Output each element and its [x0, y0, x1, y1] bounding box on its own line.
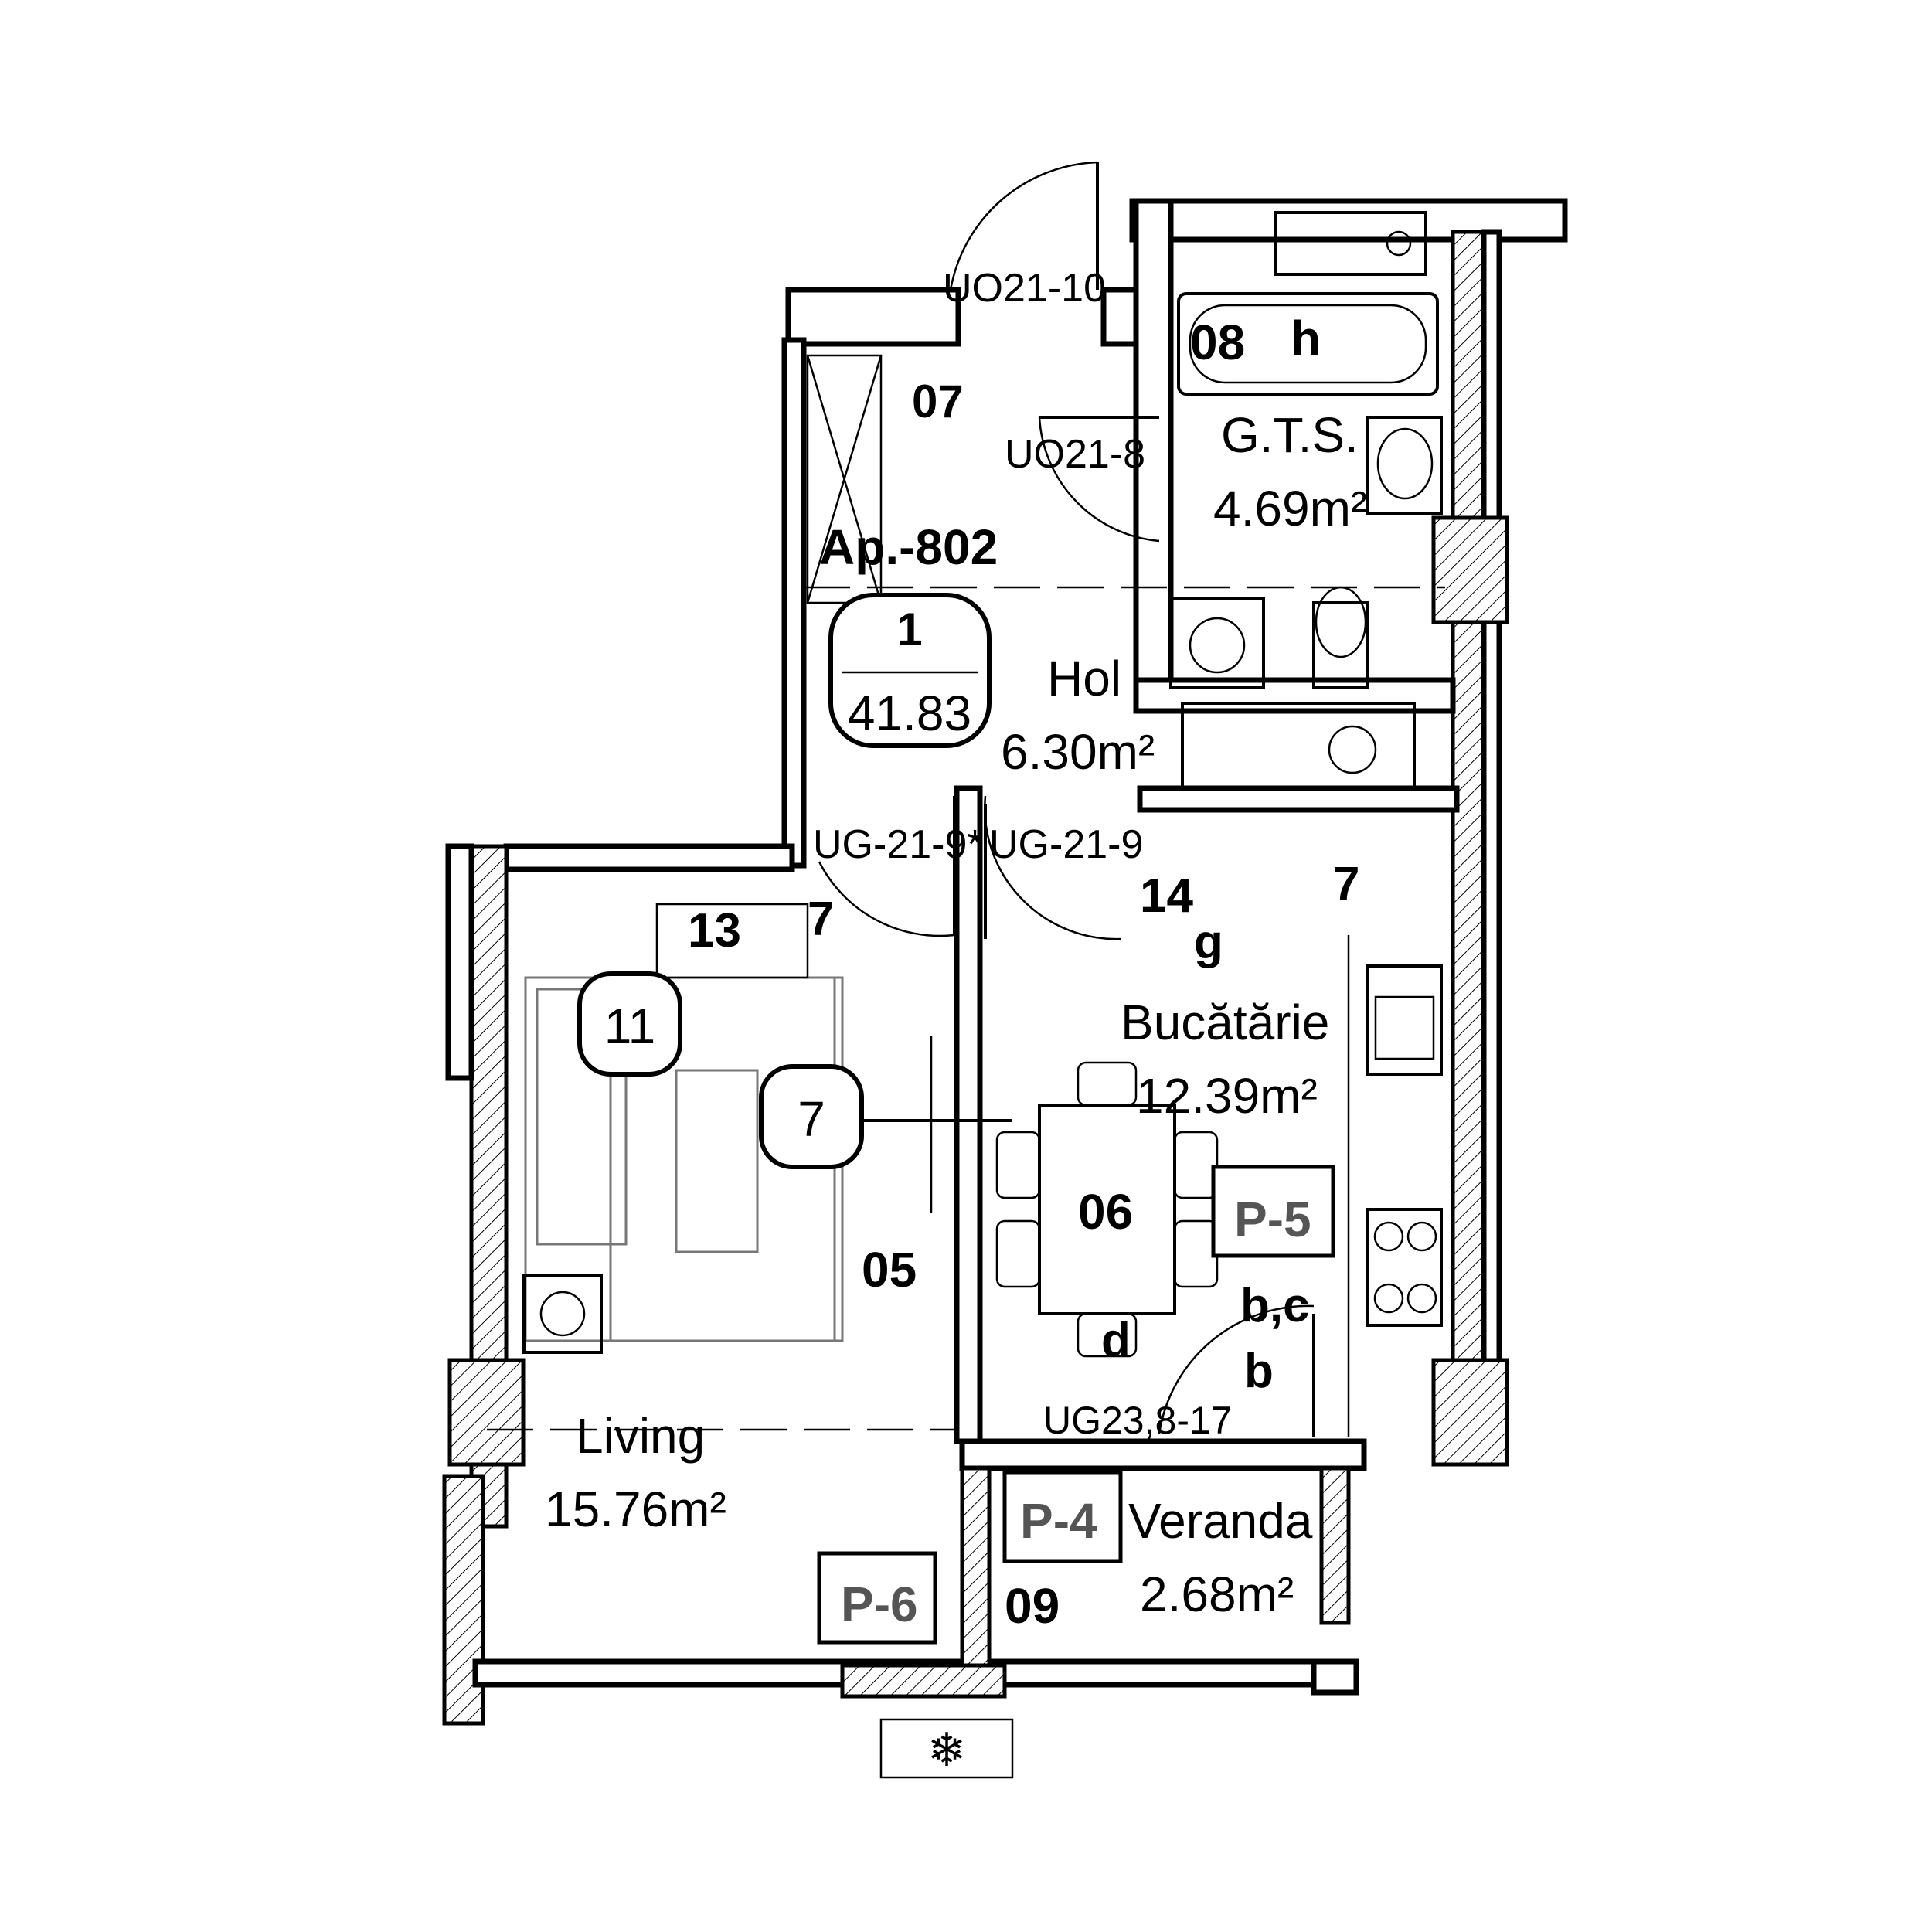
label-h: h: [1291, 311, 1321, 366]
room-name-veranda: Veranda: [1128, 1493, 1313, 1549]
columns: [447, 515, 1509, 1699]
panel-p5-box: [1211, 1165, 1335, 1258]
room-code-gts: 08: [1190, 315, 1245, 370]
table-tag-text: 7: [798, 1091, 825, 1147]
room-area-veranda: 2.68m²: [1140, 1566, 1294, 1622]
fixtures: ❄: [522, 211, 1443, 1779]
room-area-bucatarie: 12.39m²: [1136, 1068, 1318, 1124]
door-balcony-label: UG23,8-17: [1043, 1399, 1233, 1442]
room-code-living: 05: [862, 1242, 917, 1298]
room-code-bucatarie: 06: [1078, 1184, 1133, 1240]
label-b: b: [1244, 1345, 1274, 1398]
apartment-tag-area: 41.83: [848, 685, 971, 741]
door-kitchen-label: UG-21-9: [989, 822, 1143, 867]
apartment-tag-number: 1: [896, 604, 922, 655]
door-bath-label: UO21-8: [1005, 432, 1145, 477]
walls: [442, 198, 1568, 1726]
label-7b: 7: [1333, 858, 1359, 911]
room-name-hol: Hol: [1047, 651, 1121, 706]
sofa-tag-text: 11: [604, 998, 655, 1054]
labels: UO21-10 UO21-8 UG-21-9* UG-21-9 UG23,8-1…: [545, 266, 1367, 1634]
room-name-living: Living: [576, 1408, 705, 1464]
apartment-tag: [828, 593, 992, 748]
sofa-tag-box: [577, 971, 682, 1077]
label-d: d: [1101, 1314, 1131, 1367]
room-name-bucatarie: Bucătărie: [1121, 995, 1329, 1050]
panel-p5: P-5: [1234, 1192, 1311, 1247]
door-entrance-label: UO21-10: [943, 266, 1106, 311]
label-7a: 7: [808, 893, 834, 946]
label-bc: b,c: [1240, 1279, 1310, 1332]
door-swings: [818, 161, 1315, 1437]
label-13: 13: [688, 904, 741, 957]
room-code-hol: 07: [912, 376, 964, 427]
label-g: g: [1194, 916, 1223, 969]
room-area-living: 15.76m²: [545, 1481, 726, 1537]
room-name-gts: G.T.S.: [1221, 407, 1359, 463]
door-living-label: UG-21-9*: [813, 822, 983, 867]
label-14: 14: [1140, 869, 1193, 923]
apartment-name: Ap.-802: [819, 519, 998, 575]
table-tag-box: [759, 1064, 864, 1169]
panel-p4: P-4: [1020, 1493, 1097, 1549]
room-area-hol: 6.30m²: [1001, 724, 1155, 780]
panel-p4-box: [1002, 1470, 1123, 1563]
panel-p6-box: [817, 1551, 937, 1645]
snowflake-icon: ❄: [927, 1724, 966, 1776]
panel-p6: P-6: [841, 1577, 918, 1632]
room-code-veranda: 09: [1005, 1578, 1060, 1634]
room-area-gts: 4.69m²: [1213, 481, 1367, 536]
